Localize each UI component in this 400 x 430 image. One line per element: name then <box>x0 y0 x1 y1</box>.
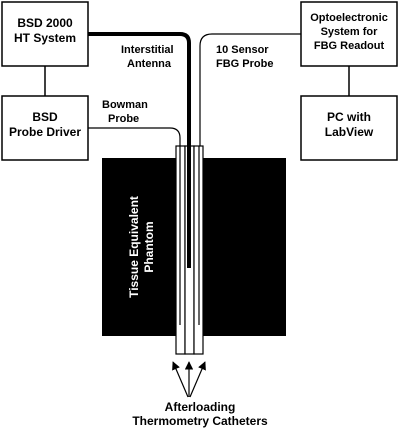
bowman-label-line1: Bowman <box>102 99 148 111</box>
bsd-system-line2: HT System <box>14 31 76 45</box>
catheter-arrows <box>172 361 206 398</box>
phantom-label-line1: Tissue Equivalent <box>127 196 141 298</box>
probe-driver-box: BSD Probe Driver <box>1 95 89 161</box>
bowman-label-line2: Probe <box>108 113 139 125</box>
probe-driver-line1: BSD <box>32 110 58 124</box>
pc-line1: PC with <box>327 110 371 124</box>
antenna-label-line2: Antenna <box>127 58 172 70</box>
antenna-cable <box>88 32 191 268</box>
bowman-wire <box>88 127 181 152</box>
pc-line2: LabView <box>325 125 374 139</box>
phantom-label-line2: Phantom <box>142 221 156 272</box>
optoelectronic-line1: Optoelectronic <box>310 12 388 24</box>
phantom-label: Tissue Equivalent Phantom <box>127 196 156 298</box>
catheters-label-line1: Afterloading <box>165 400 236 414</box>
probe-driver-line2: Probe Driver <box>9 125 81 139</box>
catheters-label-line2: Thermometry Catheters <box>132 414 268 428</box>
optoelectronic-box: Optoelectronic System for FBG Readout <box>300 1 398 67</box>
fbg-fiber <box>199 33 301 152</box>
arrow-left <box>172 361 189 398</box>
bsd-system-box: BSD 2000 HT System <box>1 1 89 67</box>
fbg-label-line1: 10 Sensor <box>216 44 269 56</box>
pc-box: PC with LabView <box>300 95 398 161</box>
arrow-right <box>189 361 206 398</box>
bsd-system-line1: BSD 2000 <box>17 16 73 30</box>
optoelectronic-line2: System for <box>321 26 379 38</box>
optoelectronic-line3: FBG Readout <box>314 40 385 52</box>
antenna-label-line1: Interstitial <box>121 44 174 56</box>
fbg-label-line2: FBG Probe <box>216 58 273 70</box>
